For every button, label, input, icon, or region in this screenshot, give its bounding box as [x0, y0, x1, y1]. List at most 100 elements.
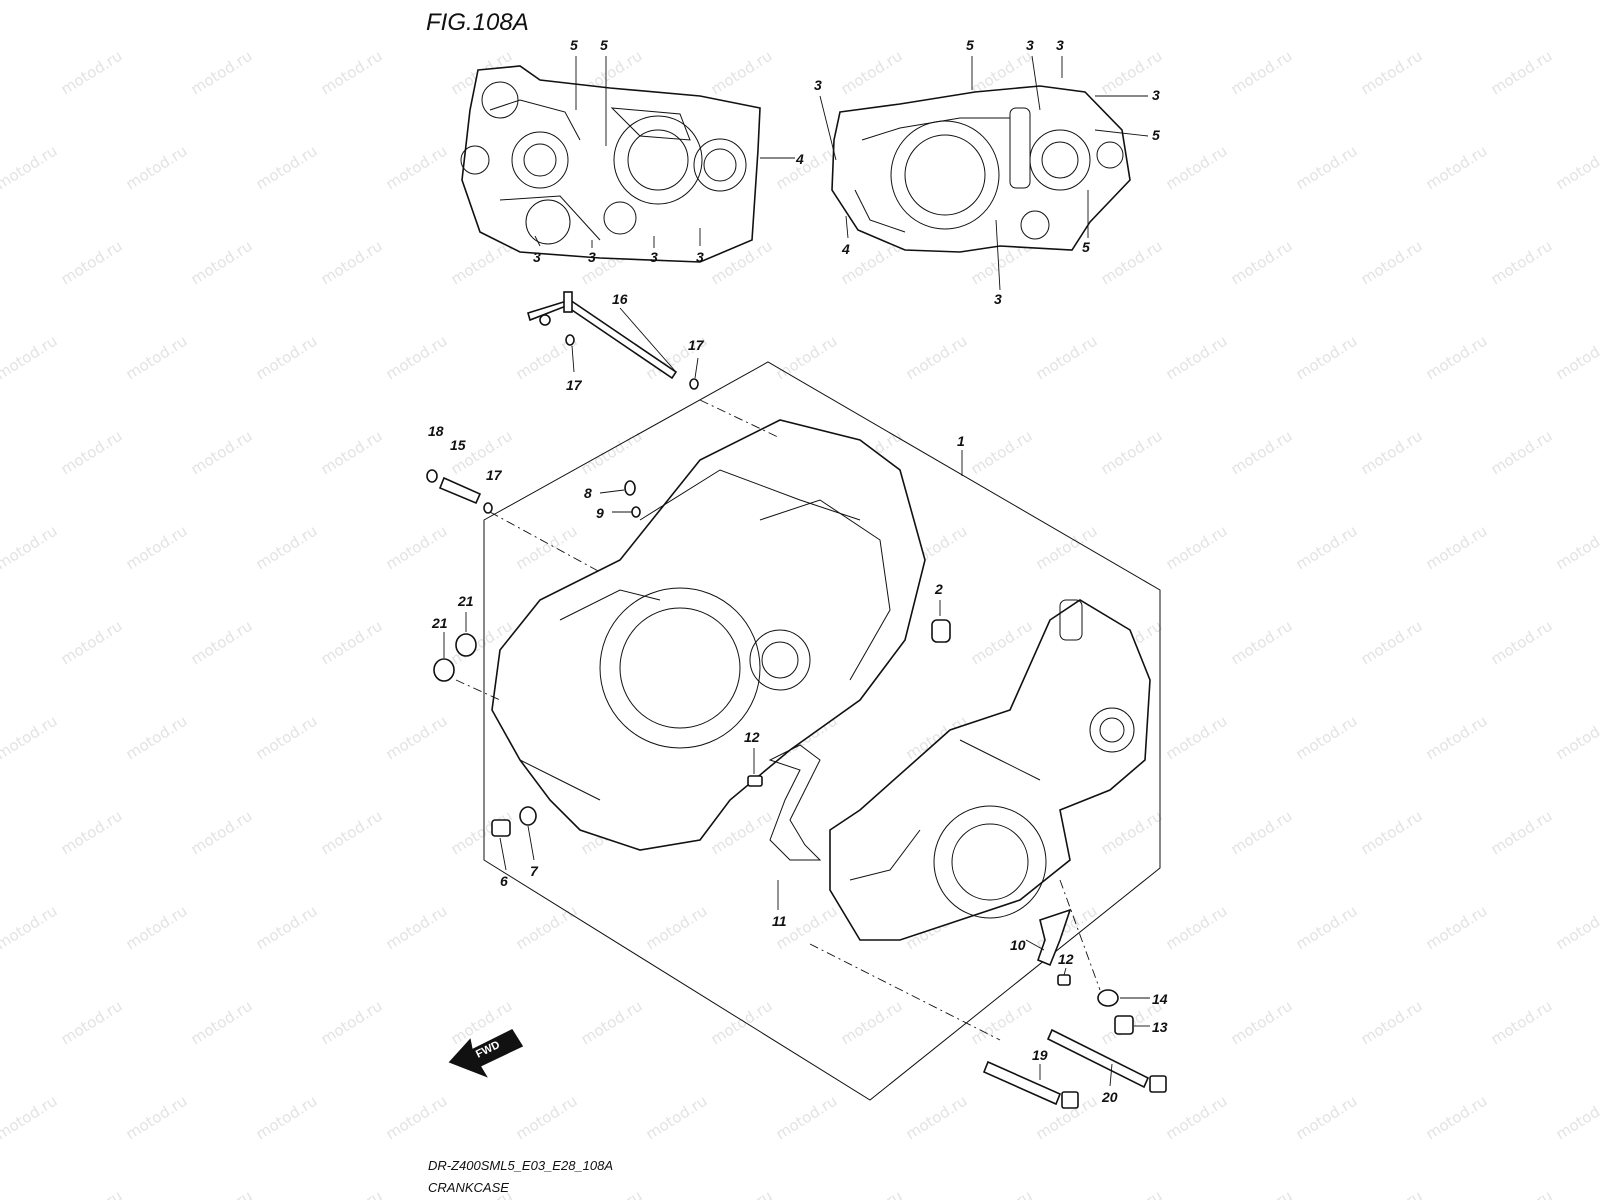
- watermark-text: motod.ru: [513, 902, 581, 954]
- watermark-text: motod.ru: [1033, 0, 1101, 3]
- watermark-text: motod.ru: [1488, 237, 1556, 289]
- diagram-code: DR-Z400SML5_E03_E28_108A: [428, 1158, 613, 1173]
- watermark-text: motod.ru: [1553, 902, 1600, 954]
- watermark-text: motod.ru: [0, 332, 60, 384]
- watermark-text: motod.ru: [123, 332, 191, 384]
- callout-7: 7: [530, 863, 539, 879]
- watermark-text: motod.ru: [1293, 142, 1361, 194]
- watermark-text: motod.ru: [1163, 522, 1231, 574]
- crankcase-left-half-view: [460, 65, 761, 263]
- watermark-text: motod.ru: [383, 712, 451, 764]
- watermark-text: motod.ru: [1358, 807, 1426, 859]
- watermark-text: motod.ru: [643, 0, 711, 3]
- watermark-text: motod.ru: [1553, 1092, 1600, 1144]
- watermark-text: motod.ru: [318, 997, 386, 1049]
- callout-5: 5: [570, 37, 578, 53]
- callout-3: 3: [814, 77, 822, 93]
- watermark-text: motod.ru: [1423, 522, 1491, 574]
- watermark-text: motod.ru: [253, 1092, 321, 1144]
- watermark-text: motod.ru: [123, 522, 191, 574]
- watermark-text: motod.ru: [1293, 712, 1361, 764]
- watermark-text: motod.ru: [1228, 997, 1296, 1049]
- watermark-text: motod.ru: [0, 0, 60, 3]
- watermark-text: motod.ru: [773, 332, 841, 384]
- callout-9: 9: [596, 505, 604, 521]
- watermark-text: motod.ru: [188, 997, 256, 1049]
- watermark-text: motod.ru: [1423, 712, 1491, 764]
- watermark-text: motod.ru: [318, 617, 386, 669]
- watermark-text: motod.ru: [643, 1092, 711, 1144]
- watermark-text: motod.ru: [1098, 1187, 1166, 1200]
- watermark-text: motod.ru: [188, 47, 256, 99]
- watermark-text: motod.ru: [1098, 427, 1166, 479]
- diagram-caption: CRANKCASE: [428, 1180, 509, 1195]
- watermark-text: motod.ru: [188, 237, 256, 289]
- callout-12: 12: [1058, 951, 1074, 967]
- watermark-text: motod.ru: [0, 712, 60, 764]
- watermark-text: motod.ru: [58, 997, 126, 1049]
- watermark-text: motod.ru: [968, 997, 1036, 1049]
- watermark-text: motod.ru: [1228, 807, 1296, 859]
- watermark-text: motod.ru: [318, 427, 386, 479]
- callout-18: 18: [428, 423, 444, 439]
- watermark-text: motod.ru: [188, 427, 256, 479]
- callout-17: 17: [688, 337, 705, 353]
- callout-5: 5: [600, 37, 608, 53]
- watermark-text: motod.ru: [1423, 142, 1491, 194]
- watermark-text: motod.ru: [773, 142, 841, 194]
- callout-6: 6: [500, 873, 508, 889]
- watermark-text: motod.ru: [0, 522, 60, 574]
- watermark-text: motod.ru: [1163, 902, 1231, 954]
- retainer-plate: [1036, 908, 1072, 967]
- watermark-text: motod.ru: [1228, 427, 1296, 479]
- watermark-text: motod.ru: [838, 997, 906, 1049]
- callout-3: 3: [588, 249, 596, 265]
- callout-3: 3: [650, 249, 658, 265]
- watermark-text: motod.ru: [1423, 1092, 1491, 1144]
- assembly-centerlines: [455, 399, 1101, 1041]
- callout-16: 16: [612, 291, 628, 307]
- watermark-text: motod.ru: [383, 522, 451, 574]
- watermark-text: motod.ru: [578, 997, 646, 1049]
- watermark-text: motod.ru: [1228, 237, 1296, 289]
- callout-5: 5: [1152, 127, 1160, 143]
- watermark-text: motod.ru: [708, 1187, 776, 1200]
- crankcase-right-main: [829, 599, 1151, 941]
- watermark-text: motod.ru: [318, 807, 386, 859]
- watermark-text: motod.ru: [1423, 902, 1491, 954]
- watermark-text: motod.ru: [968, 1187, 1036, 1200]
- watermark-text: motod.ru: [253, 0, 321, 3]
- watermark-text: motod.ru: [773, 0, 841, 3]
- watermark-text: motod.ru: [1098, 807, 1166, 859]
- watermark-text: motod.ru: [578, 1187, 646, 1200]
- watermark-text: motod.ru: [1553, 332, 1600, 384]
- watermark-text: motod.ru: [253, 142, 321, 194]
- watermark-text: motod.ru: [1358, 997, 1426, 1049]
- watermark-text: motod.ru: [1358, 617, 1426, 669]
- crankcase-left-main: [491, 419, 926, 851]
- callout-5: 5: [966, 37, 974, 53]
- callout-21: 21: [457, 593, 474, 609]
- watermark-text: motod.ru: [1228, 617, 1296, 669]
- watermark-text: motod.ru: [1033, 522, 1101, 574]
- watermark-text: motod.ru: [58, 1187, 126, 1200]
- watermark-text: motod.ru: [188, 1187, 256, 1200]
- watermark-text: motod.ru: [1488, 997, 1556, 1049]
- crankcase-right-half-view: [831, 85, 1131, 253]
- watermark-text: motod.ru: [253, 522, 321, 574]
- watermark-text: motod.ru: [58, 807, 126, 859]
- watermark-text: motod.ru: [1293, 522, 1361, 574]
- callout-14: 14: [1152, 991, 1168, 1007]
- watermark-text: motod.ru: [0, 142, 60, 194]
- watermark-text: motod.ru: [903, 0, 971, 3]
- watermark-text: motod.ru: [123, 142, 191, 194]
- watermark-text: motod.ru: [838, 47, 906, 99]
- watermark-text: motod.ru: [1488, 47, 1556, 99]
- watermark-text: motod.ru: [1553, 712, 1600, 764]
- watermark-text: motod.ru: [708, 997, 776, 1049]
- callout-21: 21: [431, 615, 448, 631]
- watermark-text: motod.ru: [123, 902, 191, 954]
- watermark-text: motod.ru: [1358, 237, 1426, 289]
- watermark-text: motod.ru: [1488, 807, 1556, 859]
